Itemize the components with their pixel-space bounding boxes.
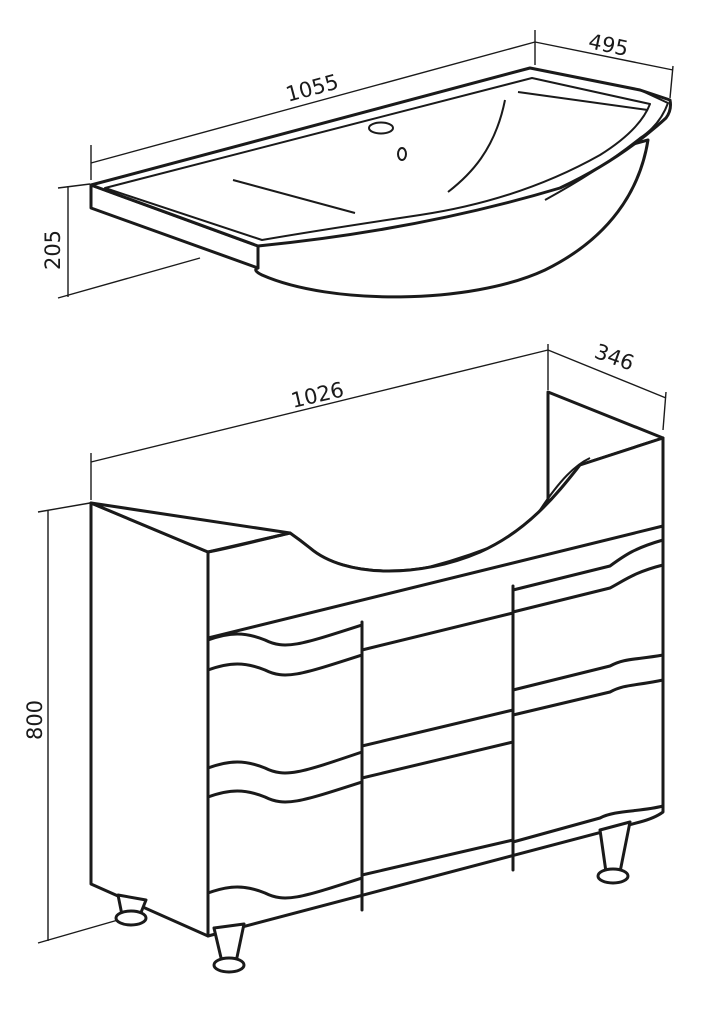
sink-depth-extension-right <box>669 65 674 99</box>
sink-depth-dimension-line <box>534 41 674 71</box>
faucet-hole-icon <box>368 121 394 135</box>
cabinet-left-side <box>89 501 210 938</box>
front-right-leg <box>596 820 632 885</box>
sink-height-label: 205 <box>41 230 65 270</box>
sink-drawing: 1055 495 205 <box>41 29 674 299</box>
sink-height-extension-top <box>57 183 91 189</box>
cabinet-top-band-line <box>206 524 665 640</box>
right-bottom-drawer-edge <box>511 804 665 844</box>
left-upper-drawer-top <box>206 623 364 647</box>
cabinet-width-label: 1026 <box>289 377 346 412</box>
sink-basin-contour-left <box>232 179 356 214</box>
left-upper-drawer-handle <box>206 653 364 677</box>
right-upper-drawer-handle <box>511 538 665 592</box>
cabinet-width-dimension-line <box>90 349 549 463</box>
cabinet-height-label: 800 <box>23 700 47 740</box>
overflow-hole-icon <box>397 147 407 161</box>
sink-basin-contour-curve <box>447 99 506 193</box>
center-door-mid-line-1 <box>360 708 515 748</box>
front-left-leg <box>212 922 246 974</box>
sink-right-rim <box>544 89 669 201</box>
right-middle-drawer-handle <box>511 678 665 717</box>
cabinet-top-band-start <box>206 531 292 554</box>
cabinet-drawing: 1026 346 800 <box>23 339 667 974</box>
sink-depth-label: 495 <box>586 29 630 61</box>
sink-height-extension-bottom <box>57 257 201 299</box>
sink-top-surface <box>89 66 672 248</box>
left-bottom-drawer-edge <box>206 876 364 900</box>
cabinet-front-frame <box>206 436 665 938</box>
sink-inner-basin <box>104 77 651 241</box>
sink-width-dimension-line <box>90 41 536 164</box>
sink-width-label: 1055 <box>283 70 341 107</box>
right-middle-drawer-top <box>511 653 665 692</box>
cabinet-depth-dimension-line <box>547 349 667 399</box>
center-door-top-line <box>360 611 515 652</box>
right-upper-drawer-top <box>511 563 665 614</box>
sink-basin-contour-right <box>517 91 649 111</box>
left-lower-drawer-top <box>206 750 364 775</box>
cabinet-height-extension-bottom <box>37 919 119 944</box>
cabinet-height-extension-top <box>37 502 91 513</box>
left-lower-drawer-handle <box>206 780 364 804</box>
center-door-bottom-line <box>360 838 515 877</box>
center-door-mid-line-2 <box>360 740 515 780</box>
back-left-leg <box>114 893 148 927</box>
